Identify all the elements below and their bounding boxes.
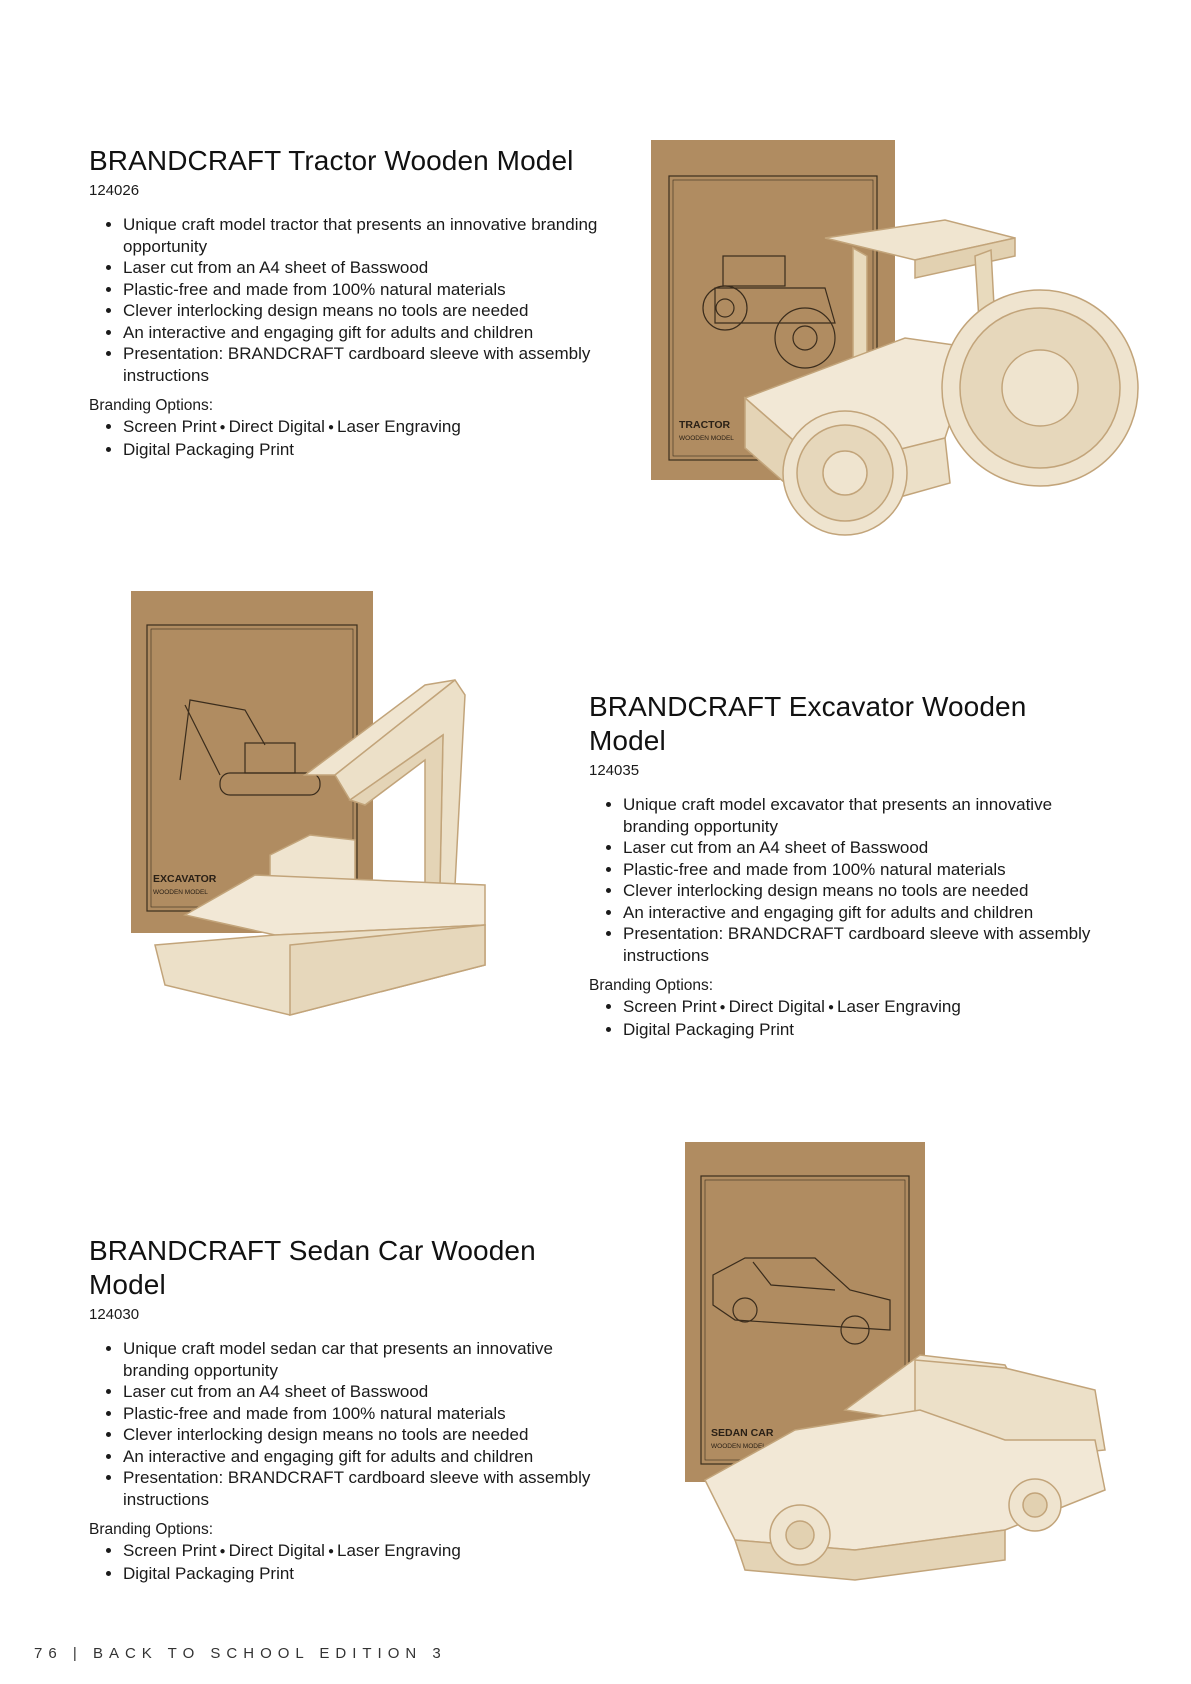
branding-options-list: Screen Print●Direct Digital●Laser Engrav… xyxy=(89,1540,609,1584)
product-tractor: BRANDCRAFT Tractor Wooden Model 124026 U… xyxy=(89,144,609,460)
branding-methods: Screen Print●Direct Digital●Laser Engrav… xyxy=(123,416,609,439)
sleeve-title: SEDAN CAR xyxy=(711,1427,774,1439)
branding-options-list: Screen Print●Direct Digital●Laser Engrav… xyxy=(589,996,1109,1040)
branding-option: Screen Print xyxy=(623,997,717,1016)
sleeve-title: TRACTOR xyxy=(679,419,731,431)
feature-item: Clever interlocking design means no tool… xyxy=(123,300,609,322)
branding-options-label: Branding Options: xyxy=(89,397,214,414)
feature-item: Clever interlocking design means no tool… xyxy=(123,1424,609,1446)
feature-item: An interactive and engaging gift for adu… xyxy=(123,1446,609,1468)
product-title: BRANDCRAFT Tractor Wooden Model xyxy=(89,145,574,176)
feature-item: Laser cut from an A4 sheet of Basswood xyxy=(623,837,1109,859)
footer-separator: | xyxy=(72,1645,83,1662)
product-code: 124026 xyxy=(89,182,140,199)
sleeve-subtitle: WOODEN MODEL xyxy=(679,435,734,442)
feature-item: Laser cut from an A4 sheet of Basswood xyxy=(123,257,609,279)
feature-item: An interactive and engaging gift for adu… xyxy=(623,902,1109,924)
product-code: 124030 xyxy=(89,1306,140,1323)
feature-item: An interactive and engaging gift for adu… xyxy=(123,322,609,344)
sleeve-title: EXCAVATOR xyxy=(153,873,217,885)
page-number: 76 xyxy=(34,1645,63,1662)
feature-item: Presentation: BRANDCRAFT cardboard sleev… xyxy=(123,1467,609,1510)
branding-methods: Screen Print●Direct Digital●Laser Engrav… xyxy=(623,996,1109,1019)
feature-item: Unique craft model excavator that presen… xyxy=(623,794,1109,837)
branding-option: Laser Engraving xyxy=(837,997,961,1016)
branding-option-extra: Digital Packaging Print xyxy=(623,1019,1109,1041)
feature-item: Presentation: BRANDCRAFT cardboard sleev… xyxy=(123,343,609,386)
feature-item: Plastic-free and made from 100% natural … xyxy=(123,1403,609,1425)
feature-item: Plastic-free and made from 100% natural … xyxy=(123,279,609,301)
branding-option: Direct Digital xyxy=(228,1541,325,1560)
branding-option-extra: Digital Packaging Print xyxy=(123,1563,609,1585)
product-excavator: BRANDCRAFT Excavator Wooden Model 124035… xyxy=(589,690,1109,1040)
branding-option-extra: Digital Packaging Print xyxy=(123,439,609,461)
branding-option: Laser Engraving xyxy=(337,1541,461,1560)
feature-list: Unique craft model excavator that presen… xyxy=(589,794,1109,966)
product-title: BRANDCRAFT Sedan Car Wooden Model xyxy=(89,1235,536,1300)
feature-item: Clever interlocking design means no tool… xyxy=(623,880,1109,902)
product-code: 124035 xyxy=(589,762,640,779)
feature-item: Unique craft model sedan car that presen… xyxy=(123,1338,609,1381)
branding-options-label: Branding Options: xyxy=(589,977,714,994)
product-title: BRANDCRAFT Excavator Wooden Model xyxy=(589,691,1027,756)
page-footer: 76 | BACK TO SCHOOL EDITION 3 xyxy=(34,1645,447,1662)
feature-item: Laser cut from an A4 sheet of Basswood xyxy=(123,1381,609,1403)
feature-list: Unique craft model sedan car that presen… xyxy=(89,1338,609,1510)
branding-options-list: Screen Print●Direct Digital●Laser Engrav… xyxy=(89,416,609,460)
branding-option: Laser Engraving xyxy=(337,417,461,436)
branding-option: Direct Digital xyxy=(228,417,325,436)
feature-item: Presentation: BRANDCRAFT cardboard sleev… xyxy=(623,923,1109,966)
feature-item: Unique craft model tractor that presents… xyxy=(123,214,609,257)
branding-option: Direct Digital xyxy=(728,997,825,1016)
branding-option: Screen Print xyxy=(123,1541,217,1560)
sedan-product-image: SEDAN CAR WOODEN MODEL xyxy=(675,1140,1145,1590)
sleeve-subtitle: WOODEN MODEL xyxy=(153,889,208,896)
tractor-product-image: TRACTOR WOODEN MODEL xyxy=(645,138,1175,588)
product-sedan: BRANDCRAFT Sedan Car Wooden Model 124030… xyxy=(89,1234,609,1584)
feature-list: Unique craft model tractor that presents… xyxy=(89,214,609,386)
branding-options-label: Branding Options: xyxy=(89,1521,214,1538)
excavator-product-image: EXCAVATOR WOODEN MODEL xyxy=(125,585,555,1105)
branding-methods: Screen Print●Direct Digital●Laser Engrav… xyxy=(123,1540,609,1563)
edition-title: BACK TO SCHOOL EDITION 3 xyxy=(92,1645,447,1662)
sleeve-subtitle: WOODEN MODEL xyxy=(711,1443,766,1450)
feature-item: Plastic-free and made from 100% natural … xyxy=(623,859,1109,881)
branding-option: Screen Print xyxy=(123,417,217,436)
